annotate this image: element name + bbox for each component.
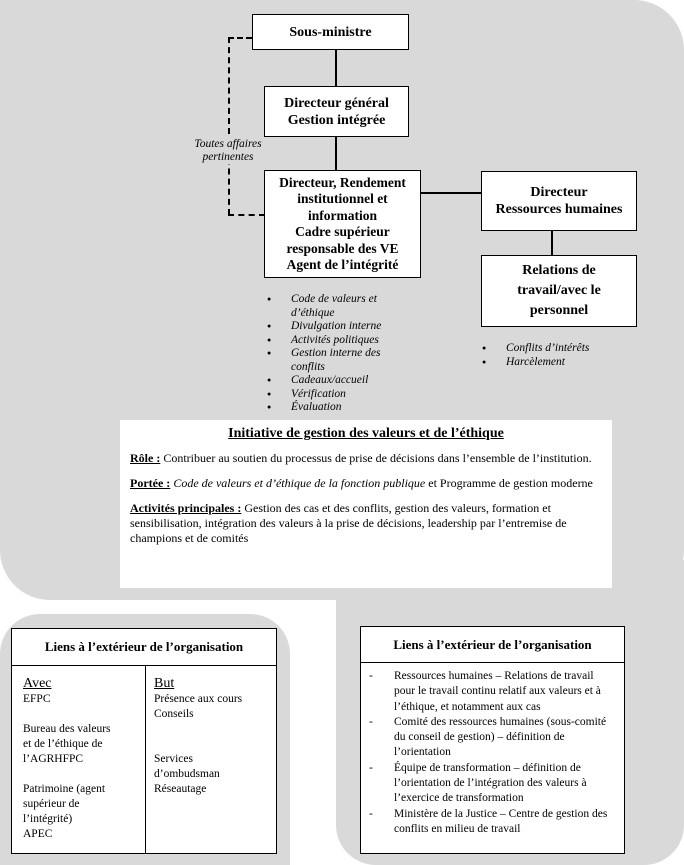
ext-links-right: Liens à l’extérieur de l’organisation Re… <box>360 626 625 854</box>
dashed-top <box>228 37 252 39</box>
list-item: Équipe de transformation – définition de… <box>361 761 616 807</box>
activites-paragraph: Activités principales : Gestion des cas … <box>130 501 567 545</box>
ext-right-title: Liens à l’extérieur de l’organisation <box>361 627 624 663</box>
list-item: Activités politiques <box>267 334 407 348</box>
list-item: Évaluation <box>267 401 407 415</box>
list-item: Divulgation interne <box>267 320 407 334</box>
list-item: Code de valeurs et d’éthique <box>267 293 407 320</box>
initiative-title: Initiative de gestion des valeurs et de … <box>228 426 504 441</box>
connector-dg-dri <box>335 136 337 170</box>
list-item: Ressources humaines – Relations de trava… <box>361 669 616 715</box>
portee-paragraph: Portée : Code de valeurs et d’éthique de… <box>130 476 593 490</box>
role-paragraph: Rôle : Contribuer au soutien du processu… <box>130 451 592 465</box>
connector-drh-rt <box>551 231 553 255</box>
connector-dri-drh <box>420 192 482 194</box>
right-bullet-list: Conflits d’intérêts Harcèlement <box>482 342 622 369</box>
initiative-panel: Initiative de gestion des valeurs et de … <box>120 420 612 588</box>
ext-left-divider <box>145 666 146 853</box>
list-item: Harcèlement <box>482 356 622 370</box>
ext-right-list: Ressources humaines – Relations de trava… <box>361 669 616 837</box>
list-item: Conflits d’intérêts <box>482 342 622 356</box>
list-item: Comité des ressources humaines (sous-com… <box>361 715 616 761</box>
list-item: Cadeaux/accueil <box>267 374 407 388</box>
ext-links-left: Liens à l’extérieur de l’organisation Av… <box>11 628 277 854</box>
dashed-vertical <box>228 37 230 215</box>
list-item: Gestion interne des conflits <box>267 347 407 374</box>
left-bullet-list: Code de valeurs et d’éthique Divulgation… <box>267 293 407 415</box>
list-item: Vérification <box>267 388 407 402</box>
dashed-bottom <box>228 214 265 216</box>
connector-sm-dg <box>335 49 337 86</box>
box-sous-ministre: Sous-ministre <box>252 14 409 50</box>
ext-left-title: Liens à l’extérieur de l’organisation <box>12 629 276 666</box>
list-item: Ministère de la Justice – Centre de gest… <box>361 807 616 838</box>
